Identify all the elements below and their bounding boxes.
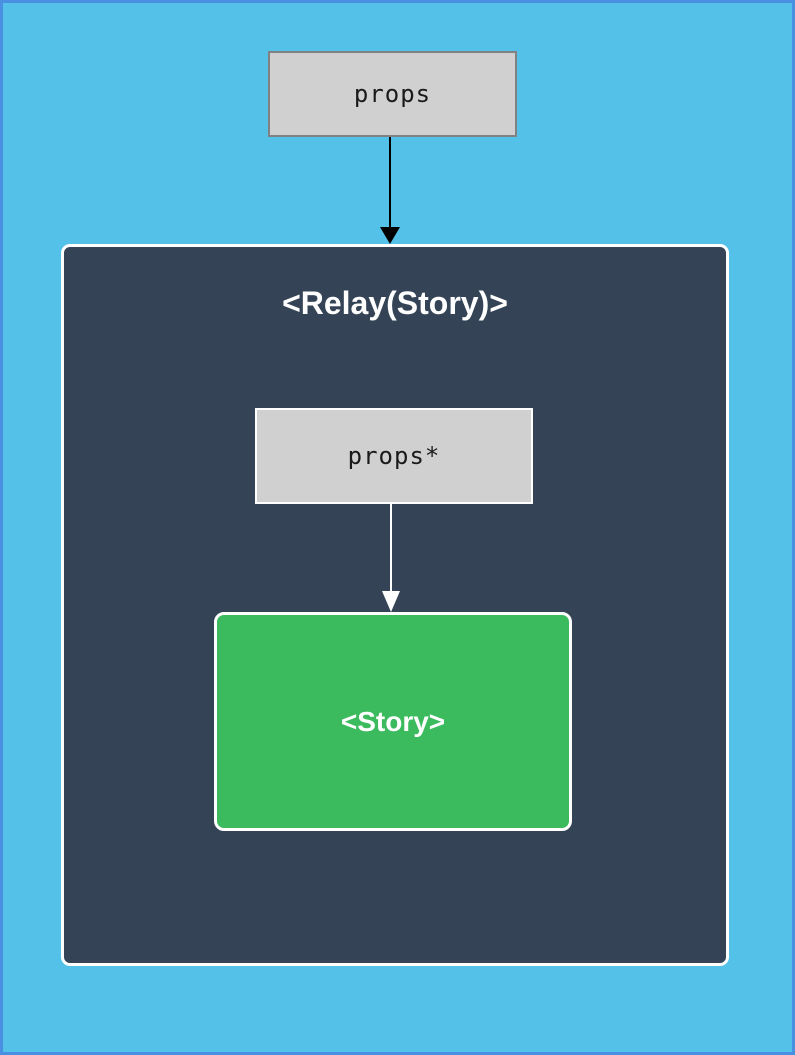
- relay-container-title: <Relay(Story)>: [282, 285, 508, 321]
- inner-props-label: props*: [347, 442, 441, 470]
- outer-props-label: props: [353, 80, 432, 108]
- arrow-down-icon: [380, 227, 400, 244]
- inner-props-box: props*: [255, 408, 533, 504]
- props-flow-arrow-line: [389, 137, 391, 229]
- diagram-stage: props <Relay(Story)> props* <Story>: [3, 3, 792, 1052]
- story-component-label: <Story>: [340, 705, 446, 737]
- story-component-box: <Story>: [214, 612, 572, 831]
- arrow-down-white-icon: [382, 591, 400, 612]
- inner-props-flow-arrow-line: [390, 504, 392, 592]
- outer-props-box: props: [268, 51, 517, 137]
